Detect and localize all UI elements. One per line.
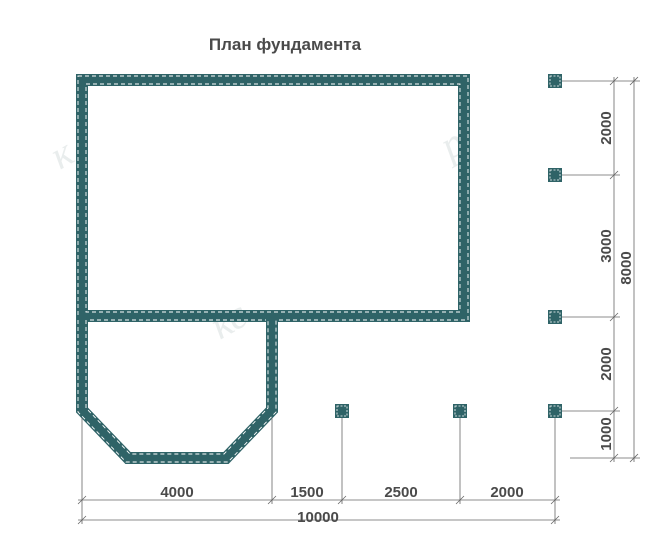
pier-group [335,74,562,418]
dimension-label: 2000 [490,484,523,501]
right-dimensions: 2000 3000 2000 1000 8000 [562,76,640,463]
dimension-label: 1000 [598,417,615,450]
watermark: к [42,129,81,177]
dimension-label: 1500 [290,484,323,501]
pier [548,310,562,324]
bottom-dimensions: 4000 1500 2500 2000 10000 [77,418,560,526]
pier [548,168,562,182]
dimension-label: 2500 [384,484,417,501]
dimension-label: 2000 [598,347,615,380]
pier [453,404,467,418]
plan-title: План фундамента [209,35,362,54]
strip-foundation [76,74,470,464]
total-width-label: 10000 [297,509,339,526]
dimension-label: 4000 [160,484,193,501]
pier [548,404,562,418]
pier [335,404,349,418]
dimension-label: 3000 [598,229,615,262]
pier [548,74,562,88]
total-height-label: 8000 [618,251,635,284]
dimension-label: 2000 [598,111,615,144]
